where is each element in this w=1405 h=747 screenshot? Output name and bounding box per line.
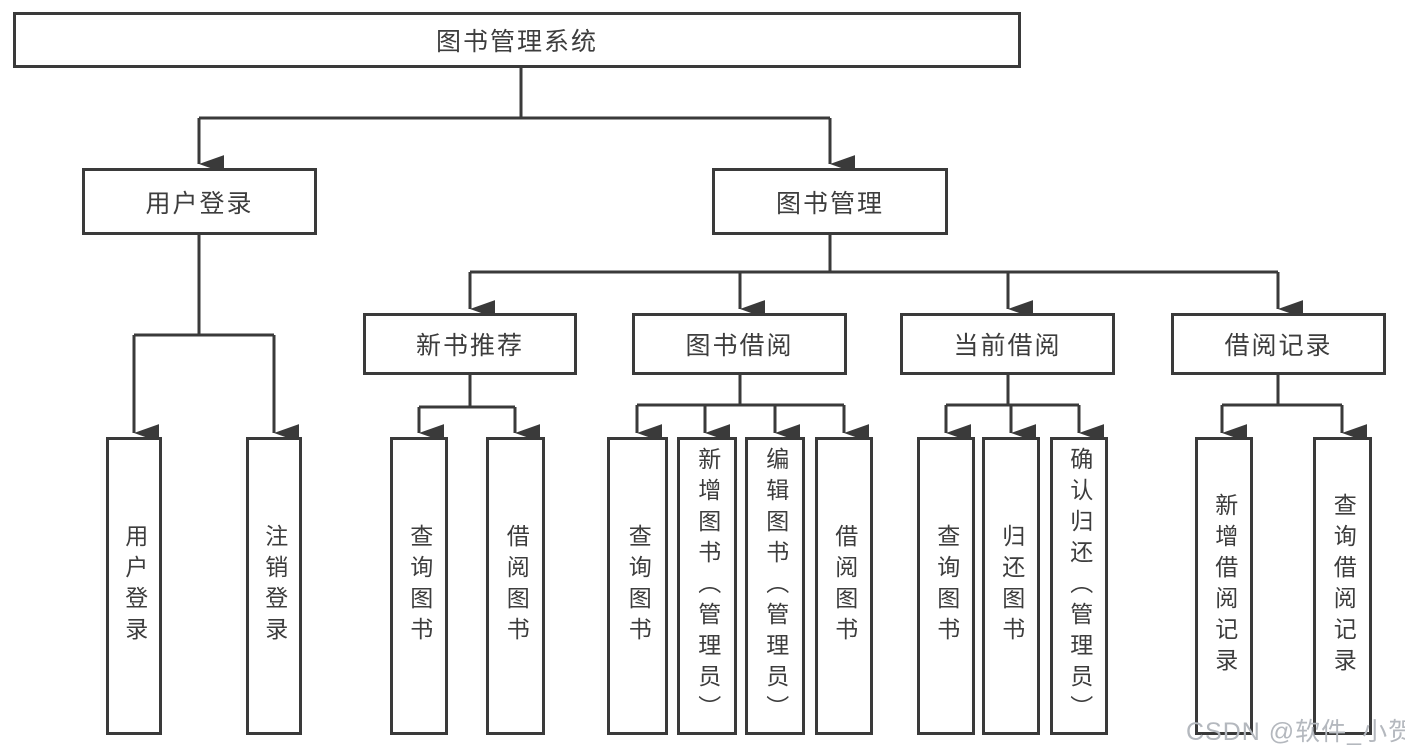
leaf-return-books: 归还图书 [982, 437, 1040, 735]
leaf-label: 查询图书 [625, 524, 652, 648]
leaf-borrow-books-recommend: 借阅图书 [486, 437, 545, 735]
node-current-borrow: 当前借阅 [900, 313, 1115, 375]
leaf-query-borrow-record: 查询借阅记录 [1313, 437, 1372, 735]
leaf-label: 借阅图书 [831, 524, 858, 648]
leaf-label: 查询图书 [406, 524, 433, 648]
leaf-label: 借阅图书 [503, 524, 530, 648]
node-book-management: 图书管理 [712, 168, 948, 235]
leaf-query-books-borrow: 查询图书 [607, 437, 668, 735]
leaf-label: 新增图书（管理员） [694, 446, 721, 726]
leaf-logout: 注销登录 [246, 437, 302, 735]
leaf-label: 新增借阅记录 [1211, 493, 1238, 679]
leaf-confirm-return-admin: 确认归还（管理员） [1050, 437, 1108, 735]
leaf-query-books-recommend: 查询图书 [390, 437, 448, 735]
leaf-label: 归还图书 [998, 524, 1025, 648]
leaf-label: 查询图书 [933, 524, 960, 648]
node-user-login: 用户登录 [82, 168, 317, 235]
leaf-query-books-current: 查询图书 [917, 437, 975, 735]
leaf-add-books-admin: 新增图书（管理员） [677, 437, 737, 735]
csdn-watermark: CSDN @软件_小贺同学 [1186, 718, 1405, 746]
node-library-management-system: 图书管理系统 [13, 12, 1021, 68]
node-borrow-records: 借阅记录 [1171, 313, 1386, 375]
node-book-borrow: 图书借阅 [632, 313, 847, 375]
leaf-add-borrow-record: 新增借阅记录 [1195, 437, 1253, 735]
leaf-edit-books-admin: 编辑图书（管理员） [745, 437, 805, 735]
leaf-label: 用户登录 [121, 524, 148, 648]
leaf-label: 编辑图书（管理员） [762, 446, 789, 726]
leaf-label: 注销登录 [261, 524, 288, 648]
leaf-user-login: 用户登录 [106, 437, 162, 735]
node-new-book-recommend: 新书推荐 [363, 313, 577, 375]
leaf-label: 确认归还（管理员） [1066, 446, 1093, 726]
leaf-label: 查询借阅记录 [1330, 493, 1357, 679]
leaf-borrow-books: 借阅图书 [815, 437, 873, 735]
